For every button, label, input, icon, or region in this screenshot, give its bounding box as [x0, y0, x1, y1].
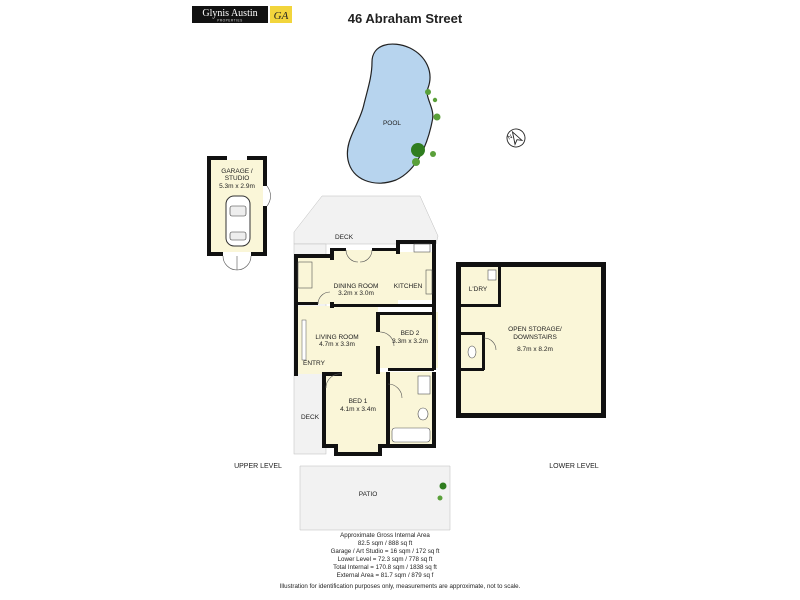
garage-label-line1: GARAGE / [221, 168, 253, 175]
cupboard-icon [297, 261, 313, 289]
tree-icon [439, 482, 447, 490]
area-line-2: Garage / Art Studio = 16 sqm / 172 sq ft [331, 548, 440, 555]
upper-level-label: UPPER LEVEL [234, 463, 282, 470]
storage-size: 8.7m x 8.2m [517, 346, 553, 353]
bed2-label: BED 2 [401, 330, 420, 337]
logo-brand-tag: PROPERTIES [217, 19, 243, 23]
lower-level [456, 262, 606, 418]
patio-label: PATIO [359, 491, 378, 498]
bed1-label: BED 1 [349, 398, 368, 405]
garage-label-line2: STUDIO [225, 175, 250, 182]
shower-icon [417, 375, 431, 395]
page-title: 46 Abraham Street [348, 11, 463, 26]
deck-top-label: DECK [335, 234, 354, 241]
window-icon [301, 319, 307, 361]
car-icon [225, 195, 251, 247]
stove-icon [425, 269, 433, 295]
bed2-size: 3.3m x 3.2m [392, 338, 428, 345]
logo-brand-name: Glynis Austin [202, 8, 257, 19]
dining-room-label: DINING ROOM [334, 283, 379, 290]
storage-label-line1: OPEN STORAGE/ [508, 326, 562, 333]
storage-label-line2: DOWNSTAIRS [513, 334, 557, 341]
laundry-tub-icon [487, 269, 497, 281]
living-room-label: LIVING ROOM [315, 334, 358, 341]
area-heading: Approximate Gross Internal Area [340, 532, 430, 539]
area-line-4: Total Internal = 170.8 sqm / 1838 sq ft [333, 564, 437, 571]
kitchen-label: KITCHEN [394, 283, 423, 290]
pool-area: POOL [346, 43, 441, 184]
deck-left-label: DECK [301, 414, 320, 421]
garage-size: 5.3m x 2.9m [219, 183, 255, 190]
dining-room-size: 3.2m x 3.0m [338, 290, 374, 297]
area-line-5: External Area = 81.7 sqm / 879 sq f [337, 572, 434, 579]
logo: Glynis Austin PROPERTIES GA [192, 6, 292, 23]
entry-label: ENTRY [303, 360, 326, 367]
logo-mark: GA [274, 10, 289, 22]
tree-icon [411, 143, 425, 157]
logo-mark-icon [270, 6, 292, 23]
lower-level-label: LOWER LEVEL [549, 463, 599, 470]
laundry-label: L'DRY [469, 286, 488, 293]
toilet-icon [467, 345, 477, 359]
tree-icon [433, 113, 441, 121]
area-line-3: Lower Level = 72.3 sqm / 778 sq ft [338, 556, 433, 563]
bath-icon [391, 427, 431, 443]
area-summary: Approximate Gross Internal Area 82.5 sqm… [331, 532, 440, 579]
pool-shape [346, 43, 434, 184]
disclaimer: Illustration for identification purposes… [280, 583, 521, 590]
area-line-1: 82.5 sqm / 888 sq ft [358, 540, 413, 547]
tree-icon [437, 495, 443, 501]
tree-icon [432, 97, 438, 103]
patio-area [299, 465, 451, 531]
north-compass-icon: N [506, 128, 526, 148]
bed1-size: 4.1m x 3.4m [340, 406, 376, 413]
tree-icon [430, 151, 436, 157]
compass-letter: N [507, 134, 514, 141]
deck-top [293, 195, 439, 245]
tree-icon [425, 89, 431, 95]
garage-studio: GARAGE / STUDIO 5.3m x 2.9m [207, 156, 271, 271]
tree-icon [412, 158, 420, 166]
toilet-icon [417, 407, 429, 421]
upper-level-walls [294, 240, 436, 456]
pool-label: POOL [383, 120, 401, 127]
living-room-size: 4.7m x 3.3m [319, 341, 355, 348]
sink-icon [413, 243, 431, 253]
